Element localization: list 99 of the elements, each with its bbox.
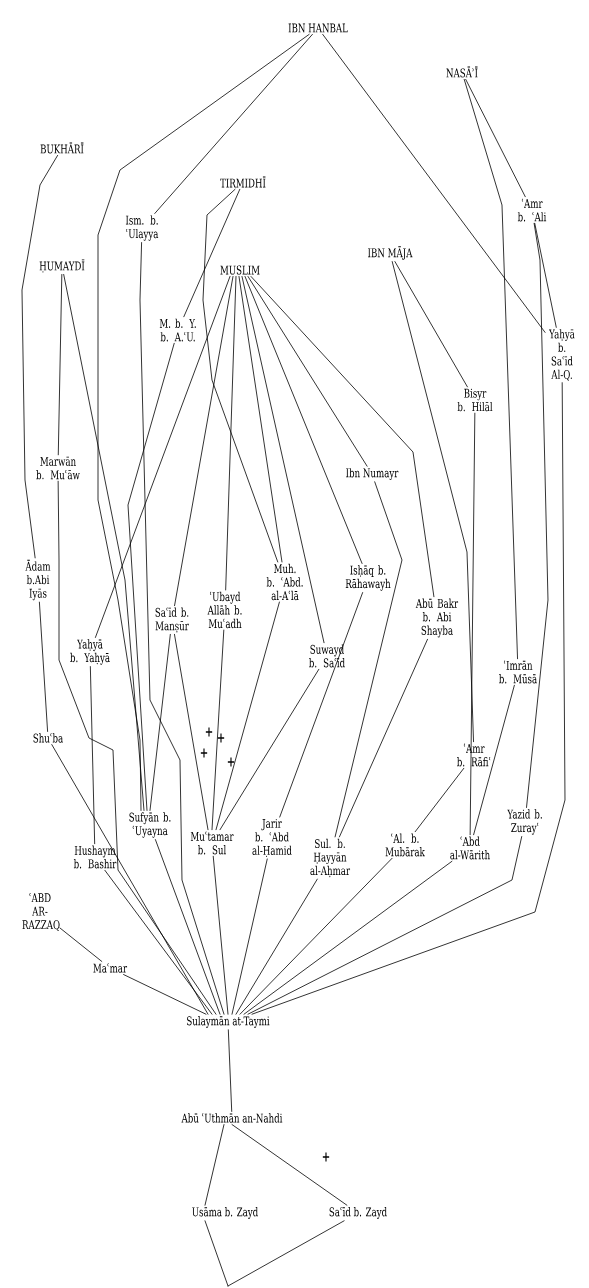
narrator-name: ʿAmr b. ʿAli: [517, 198, 547, 222]
plus-mark: +: [322, 1152, 330, 1162]
transmission-line: [251, 382, 566, 1015]
plus-mark: +: [205, 727, 213, 737]
transmission-line: [57, 274, 63, 456]
narrator-name: Yaḥyā b. Yaḥyā: [70, 639, 110, 665]
transmission-line: [59, 927, 103, 962]
transmission-line: [215, 601, 280, 831]
transmission-line: [463, 79, 518, 660]
narrator-name: NASĀʾĪ: [446, 66, 478, 78]
narrator-name: Abū Bakr b. Abi Shayba: [415, 598, 459, 638]
transmission-line: [225, 276, 237, 591]
transmission-line: [183, 188, 241, 318]
transmission-line: [127, 342, 175, 811]
narrator-name: Bisyr b. Hilāl: [457, 388, 493, 412]
narrator-name: MUSLIM: [220, 265, 260, 275]
transmission-line: [414, 767, 465, 833]
transmission-line: [89, 666, 96, 845]
transmission-line: [202, 188, 279, 563]
transmission-line: [139, 242, 225, 1015]
transmission-line: [279, 592, 364, 818]
transmission-line: [154, 34, 313, 214]
transmission-line: [39, 601, 48, 732]
narrator-name: Sul. b. Ḥayyān al-Aḥmar: [310, 838, 351, 878]
plus-mark: +: [200, 748, 208, 758]
narrator-name: ʿImrān b. Mūsā: [499, 660, 537, 684]
transmission-line: [473, 684, 515, 836]
transmission-line: [231, 1124, 348, 1206]
transmission-line: [227, 1220, 345, 1287]
transmission-line: [526, 222, 549, 808]
narrator-name: Ibn Numayr: [346, 468, 399, 480]
narrator-name: ʿAmr b. Rāfiʿ: [457, 743, 491, 767]
transmission-line: [204, 1220, 229, 1287]
narrator-name: Saʿīd b. Manṣūr: [155, 607, 189, 633]
transmission-line: [63, 274, 145, 811]
transmission-line: [238, 276, 283, 563]
transmission-line: [212, 855, 229, 1015]
transmission-line: [534, 222, 557, 328]
transmission-line: [123, 974, 207, 1015]
transmission-line: [394, 261, 468, 388]
transmission-line: [244, 276, 363, 564]
narrator-name: Isḥāq b. Rāhawayh: [345, 565, 391, 591]
transmission-line: [95, 276, 231, 638]
transmission-line: [204, 1124, 225, 1206]
transmission-line: [247, 836, 523, 1015]
narrator-name: Suwayd b. Saʿīd: [309, 644, 345, 668]
plus-mark: +: [217, 733, 225, 743]
narrator-name: IBN HANBAL: [288, 23, 348, 33]
narrator-name: Marwān b. Muʿāw: [36, 456, 80, 480]
transmission-line: [97, 34, 310, 811]
narrator-name: Yazid b. Zurayʿ: [507, 809, 542, 835]
transmission-line: [241, 276, 325, 644]
transmission-line: [235, 878, 318, 1015]
transmission-line: [154, 839, 221, 1015]
plus-mark: +: [227, 757, 235, 767]
narrator-name: Saʿīd b. Zayd: [329, 1207, 387, 1219]
transmission-line: [104, 869, 213, 1015]
transmission-line: [231, 858, 268, 1015]
transmission-line: [322, 34, 546, 333]
narrator-name: ḤUMAYDĪ: [39, 259, 85, 273]
transmission-line: [21, 155, 58, 559]
transmission-line: [469, 412, 476, 836]
narrator-name: ʿAbd al-Wārith: [450, 836, 490, 860]
transmission-line: [51, 744, 209, 1015]
narrator-name: Shuʿba: [33, 733, 63, 743]
transmission-line: [334, 481, 403, 838]
narrator-name: ʿAl. b. Mubārak: [385, 833, 425, 857]
narrator-name: TIRMIDHĪ: [220, 176, 266, 188]
transmission-line: [227, 1029, 233, 1112]
narrator-name: Maʿmar: [93, 963, 128, 973]
transmission-line: [250, 276, 435, 598]
narrator-name: Abū ʿUthmān an-Nahdi: [181, 1113, 283, 1123]
narrator-name: IBN MĀJA: [368, 246, 413, 260]
narrator-name: Ism. b. ʿUlayya: [125, 215, 159, 241]
narrator-name: BUKHĀRĪ: [40, 142, 84, 154]
transmission-line: [149, 633, 171, 811]
narrator-name: Muʿtamar b. Sul: [190, 831, 234, 855]
narrator-name: Usāma b. Zayd: [192, 1207, 258, 1219]
narrator-name: ʿABD AR-RAZZAQ: [22, 893, 60, 932]
transmission-line: [57, 480, 217, 1015]
transmission-line: [239, 857, 393, 1015]
narrator-name: Sufyān b. ʿUyayna: [129, 812, 171, 838]
narrator-name: M. b. Y. b. A.ʿU.: [159, 318, 196, 342]
narrator-name: Yaḥyā b. Saʿīd Al-Q.: [549, 329, 575, 381]
transmission-line: [219, 668, 320, 831]
narrator-name: Sulaymān at-Taymi: [187, 1016, 270, 1028]
narrator-name: Hushaym b. Bashir: [73, 845, 117, 869]
transmission-line: [211, 629, 225, 831]
narrator-name: Ādam b.Abi Iyās: [25, 559, 51, 601]
transmission-line: [174, 276, 234, 607]
narrator-name: Muh. b. ʿAbd. al-Aʿlā: [266, 563, 303, 601]
transmission-line: [465, 79, 526, 198]
transmission-line: [243, 860, 453, 1015]
narrator-name: ʿUbayd Allāh b. Muʿadh: [207, 591, 242, 629]
narrator-name: Jarir b. ʿAbd al-Ḥamid: [252, 818, 292, 858]
transmission-line: [247, 276, 368, 467]
transmission-line: [339, 638, 428, 838]
transmission-line: [391, 261, 474, 743]
transmission-line: [174, 633, 209, 831]
